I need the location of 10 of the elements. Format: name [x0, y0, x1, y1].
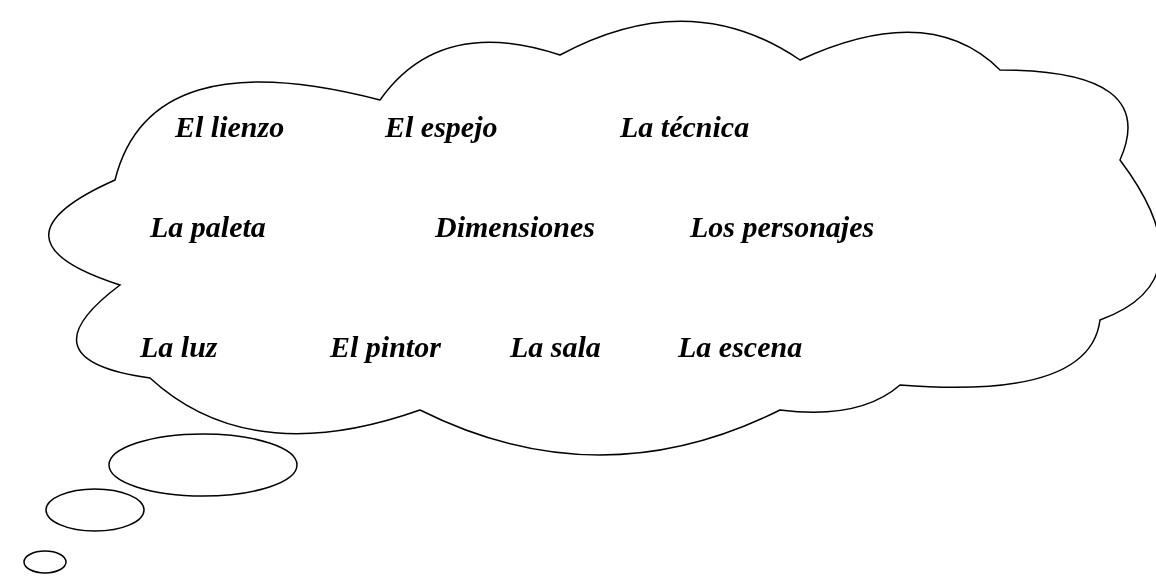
cloud-text: El espejo: [385, 110, 498, 144]
cloud-text: El pintor: [330, 330, 441, 364]
cloud-text: La paleta: [150, 210, 266, 244]
cloud-text: El lienzo: [175, 110, 285, 144]
cloud-text: La sala: [510, 330, 601, 364]
cloud-text: La luz: [140, 330, 218, 364]
cloud-text: La técnica: [620, 110, 750, 144]
cloud-text: Los personajes: [690, 210, 875, 244]
cloud-text: Dimensiones: [435, 210, 596, 244]
cloud-text: La escena: [678, 330, 803, 364]
